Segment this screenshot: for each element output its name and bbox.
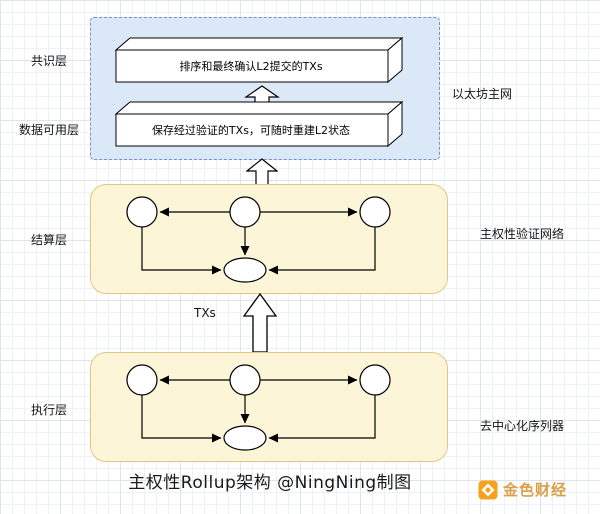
aggregator-node: [223, 257, 267, 283]
data-availability-3d-box: [114, 100, 404, 148]
validator-node: [359, 196, 391, 228]
edge-left-to-aggregator: [141, 227, 222, 275]
aggregator-node: [223, 425, 267, 451]
label-settlement-layer: 结算层: [31, 233, 68, 247]
consensus-3d-box: [114, 36, 404, 84]
label-consensus-layer: 共识层: [31, 54, 68, 68]
jinse-logo-icon: [478, 480, 498, 499]
diagram-title: 主权性Rollup架构 @NingNing制图: [128, 473, 412, 493]
txs-up-arrow-icon: [242, 292, 278, 353]
execution-network-graph: [126, 364, 391, 451]
brand-name: 金色财经: [503, 481, 568, 499]
sequencer-node: [229, 364, 261, 396]
edge-right-to-aggregator: [268, 395, 376, 443]
up-arrow-icon: [246, 158, 278, 186]
txs-label: TXs: [194, 306, 216, 320]
label-execution-layer: 执行层: [31, 403, 68, 417]
consensus-box-text: 排序和最终确认L2提交的TXs: [179, 60, 323, 73]
brand-watermark: 金色财经: [478, 479, 567, 500]
edge-left-to-aggregator: [141, 395, 222, 443]
sequencer-node: [359, 364, 391, 396]
sequencer-node: [126, 364, 158, 396]
label-sovereign-validation-network: 主权性验证网络: [480, 227, 565, 241]
da-box-text: 保存经过验证的TXs，可随时重建L2状态: [151, 124, 351, 137]
validator-node: [229, 196, 261, 228]
label-ethereum-mainnet: 以太坊主网: [452, 87, 513, 101]
edge-right-to-aggregator: [268, 227, 376, 275]
label-data-availability-layer: 数据可用层: [19, 123, 80, 137]
settlement-network-graph: [126, 196, 391, 283]
validator-node: [126, 196, 158, 228]
label-decentralized-sequencer: 去中心化序列器: [480, 419, 565, 433]
